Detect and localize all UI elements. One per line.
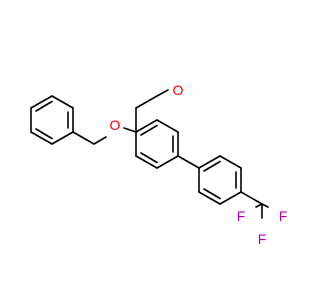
aldehyde-group <box>135 89 169 133</box>
central-ring <box>135 119 179 169</box>
fluorine-label-left: F <box>237 208 246 224</box>
ether-oxygen-label: O <box>110 117 121 133</box>
fluorine-label-bottom: F <box>258 231 267 247</box>
fluorine-label-right: F <box>279 208 288 224</box>
trifluoromethylphenyl-ring <box>198 155 242 205</box>
benzyl-ether-linkage <box>72 127 137 145</box>
molecule-structure: O O F F F <box>30 82 288 247</box>
biaryl-bond <box>177 155 200 169</box>
benzyl-ring <box>30 95 74 145</box>
trifluoromethyl-group <box>240 191 269 219</box>
aldehyde-oxygen-label: O <box>173 82 184 98</box>
